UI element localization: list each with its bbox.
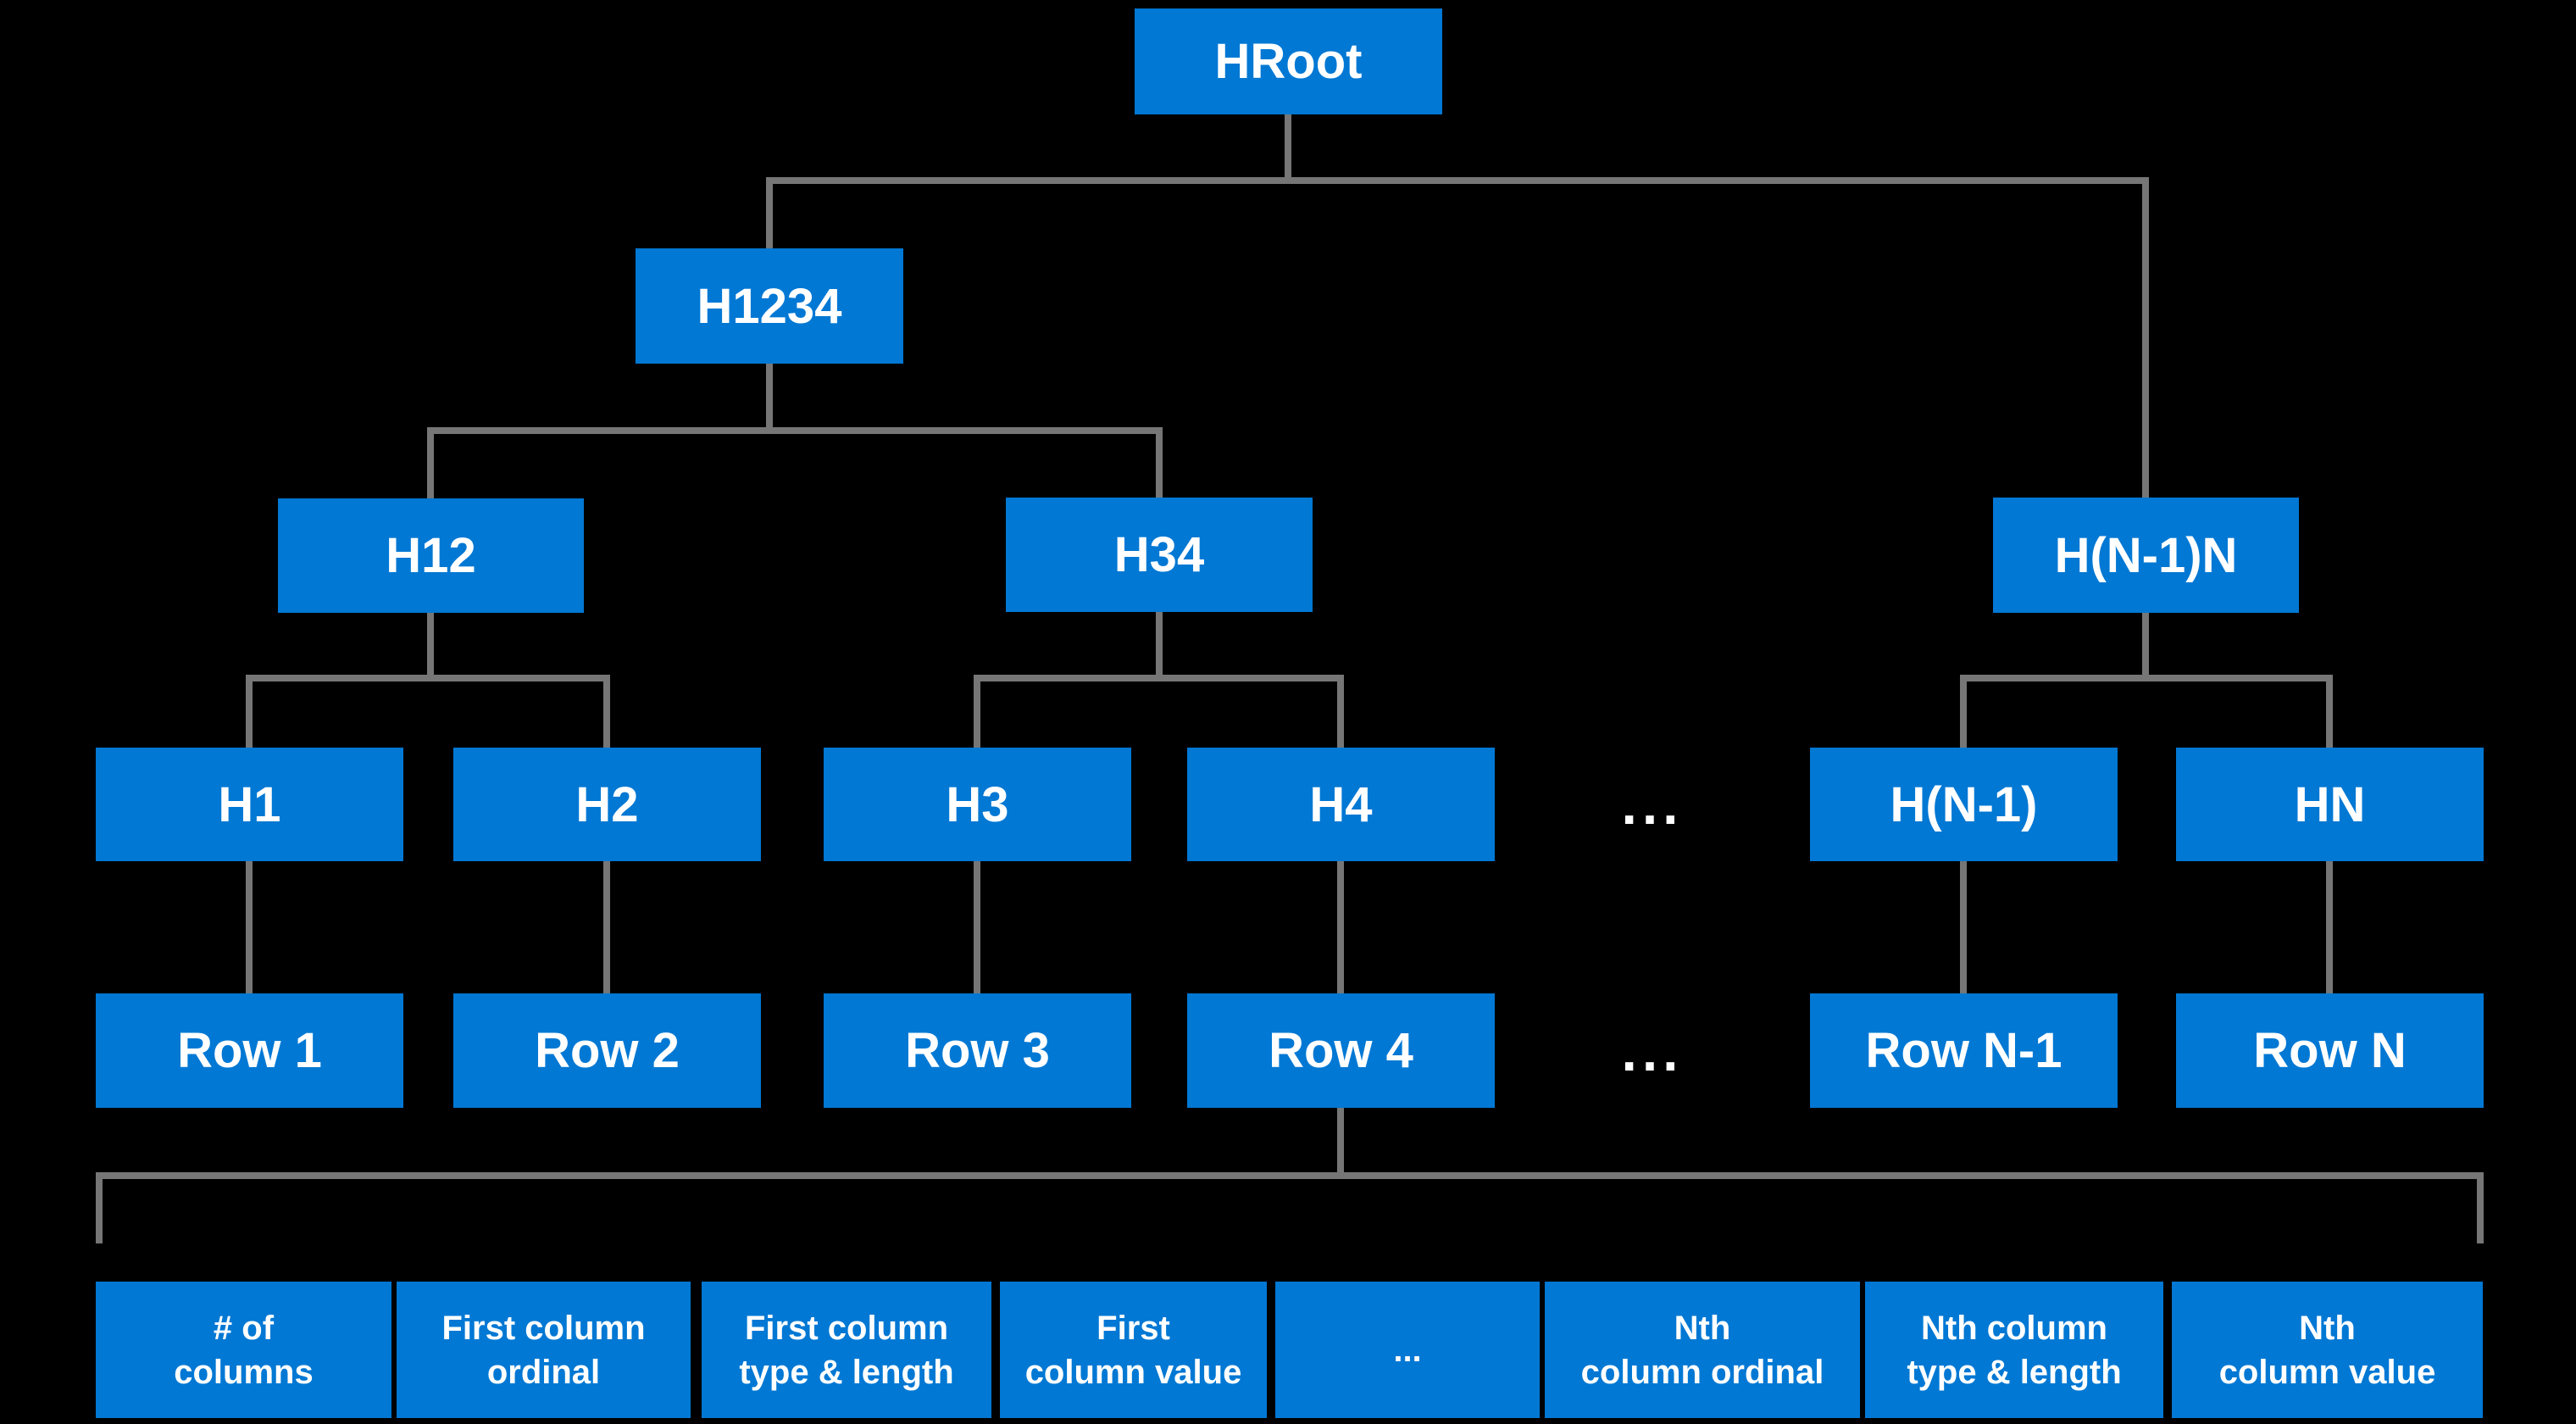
connector-segment [1337,861,1344,995]
connector-segment [1285,113,1291,181]
node-h2: H2 [453,748,761,861]
node-h34: H34 [1006,498,1313,612]
node-row-n-1: Row N-1 [1810,993,2118,1108]
connector-segment [246,675,610,681]
connector-segment [974,861,980,995]
connector-segment [603,861,610,995]
connector-segment [2326,675,2333,749]
node-row-4: Row 4 [1187,993,1495,1108]
connector-segment [96,1172,103,1243]
leaf-cell-nth-column-type-length: Nth column type & length [1865,1282,2163,1418]
leaf-cell-first-column-value: First column value [1000,1282,1267,1418]
leaf-cell-ellipsis: ... [1275,1282,1540,1418]
node-hn: HN [2176,748,2484,861]
connector-segment [2142,611,2149,678]
connector-segment [427,427,1163,434]
row-row-ellipsis: ... [1621,1019,1684,1082]
connector-segment [766,177,2149,184]
connector-segment [603,675,610,749]
leaf-cell-nth-column-ordinal: Nth column ordinal [1545,1282,1860,1418]
connector-segment [246,675,253,749]
connector-segment [427,427,434,500]
connector-segment [1156,427,1163,499]
node-h4: H4 [1187,748,1495,861]
connector-segment [2326,861,2333,995]
connector-segment [1960,675,1967,749]
leaf-cell-first-column-ordinal: First column ordinal [397,1282,691,1418]
node-h3: H3 [824,748,1131,861]
node-hroot: HRoot [1135,8,1442,114]
connector-segment [1337,675,1344,749]
connector-segment [766,364,773,431]
hash-row-ellipsis: ... [1621,773,1684,836]
leaf-cell-nth-column-value: Nth column value [2172,1282,2483,1418]
node-row-n: Row N [2176,993,2484,1108]
connector-segment [974,675,980,749]
node-h-n-1-n: H(N-1)N [1993,498,2299,613]
connector-segment [1337,1106,1344,1176]
node-h-n-1: H(N-1) [1810,748,2118,861]
connector-segment [974,675,1344,681]
connector-segment [2477,1172,2484,1243]
leaf-cell-num-columns: # of columns [96,1282,391,1418]
node-h1: H1 [96,748,403,861]
node-h12: H12 [278,498,584,613]
connector-segment [2142,177,2149,499]
connector-segment [1156,610,1163,678]
node-row-1: Row 1 [96,993,403,1108]
node-h1234: H1234 [636,248,903,364]
node-row-3: Row 3 [824,993,1131,1108]
connector-segment [1960,861,1967,995]
connector-segment [246,861,253,995]
connector-segment [1960,675,2333,681]
leaf-cell-first-column-type-length: First column type & length [702,1282,991,1418]
node-row-2: Row 2 [453,993,761,1108]
connector-segment [96,1172,2484,1179]
connector-segment [427,611,434,678]
connector-segment [766,177,773,250]
